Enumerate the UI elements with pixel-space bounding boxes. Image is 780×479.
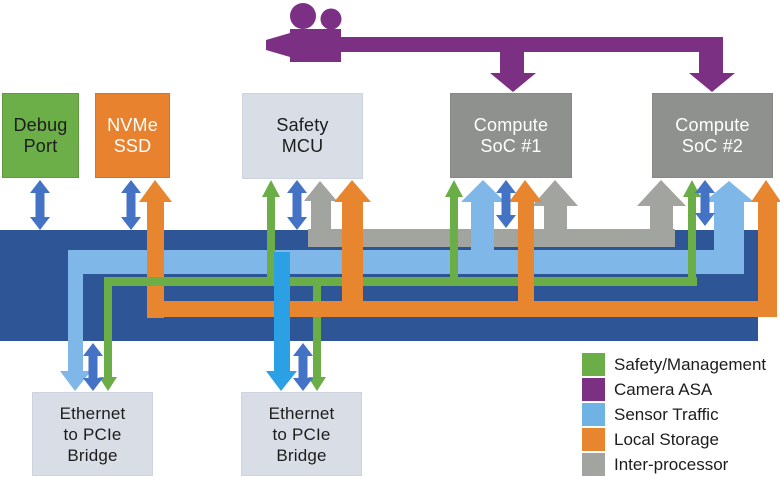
legend-swatch-camera-asa (582, 378, 605, 401)
legend-label-safety-management: Safety/Management (614, 354, 767, 374)
pcie-links (30, 180, 715, 391)
box-compute-soc-1: Compute SoC #1 (450, 93, 572, 178)
camera-asa-arrowhead-soc2 (689, 73, 735, 92)
pcie-link-bridge1 (83, 343, 103, 391)
sensor-arrowhead-soc1 (461, 180, 505, 202)
storage-shaft-safety (342, 200, 363, 301)
pcie-link-soc2 (695, 180, 715, 226)
legend-label-sensor-traffic: Sensor Traffic (614, 404, 719, 424)
storage-riser-right (758, 200, 777, 317)
safety-arrowhead-bridge2 (308, 377, 326, 391)
legend-item: Inter-processor (582, 453, 766, 476)
safety-shaft-mcu (267, 195, 275, 286)
local-storage-link-nvme (139, 180, 172, 318)
camera-asa-link (266, 3, 735, 92)
sensor-shaft-soc2 (714, 200, 744, 274)
gray-shaft-soc1 (544, 204, 567, 247)
debug-port-label: Debug Port (13, 114, 68, 156)
nvme-ssd-label: NVMe SSD (107, 114, 158, 156)
camera-body (290, 29, 341, 62)
box-debug-port: Debug Port (2, 93, 79, 178)
camera-lens (266, 33, 290, 57)
safety-mcu-label: Safety MCU (276, 115, 329, 156)
storage-horizontal-bus (147, 301, 777, 317)
ethernet-bridge-2-label: Ethernet to PCIe Bridge (268, 403, 335, 465)
pcie-link-debug-port (30, 180, 50, 230)
sensor-traffic-link (60, 180, 754, 391)
gray-arrowhead-soc2 (637, 180, 686, 206)
box-nvme-ssd: NVMe SSD (95, 93, 170, 178)
sensor-arrowhead-soc2 (704, 181, 754, 202)
legend-item: Local Storage (582, 428, 766, 451)
camera-asa-drop-soc1 (500, 52, 524, 74)
legend-item: Safety/Management (582, 353, 766, 376)
local-storage-link (147, 180, 780, 317)
gray-shaft-safety (311, 198, 331, 247)
sensor-shaft-soc1 (471, 200, 494, 274)
sensor-drop-bridge2 (274, 252, 290, 372)
pcie-link-safety-mcu (287, 180, 307, 230)
storage-arrowhead-nvme (139, 180, 172, 202)
box-compute-soc-2: Compute SoC #2 (652, 93, 773, 178)
camera-asa-bus (341, 37, 723, 52)
camera-reel-large (290, 3, 316, 29)
legend-item: Sensor Traffic (582, 403, 766, 426)
legend-swatch-local-storage (582, 428, 605, 451)
gray-arrowhead-soc1 (532, 180, 578, 206)
pcie-link-nvme-ssd (121, 180, 141, 230)
camera-reel-small (320, 8, 342, 30)
camera-asa-drop-soc2 (699, 52, 723, 74)
ethernet-bridge-1-label: Ethernet to PCIe Bridge (59, 403, 126, 465)
sensor-drop-bridge1 (68, 250, 83, 372)
legend-swatch-safety-management (582, 353, 605, 376)
gray-shaft-soc2 (650, 204, 673, 247)
pcie-link-bridge2 (293, 343, 313, 391)
storage-arrowhead-safety (334, 180, 371, 202)
safety-arrowhead-mcu (262, 180, 280, 197)
sensor-arrowhead-bridge2 (266, 371, 297, 391)
safety-shaft-soc1 (450, 195, 458, 286)
legend-swatch-inter-processor (582, 453, 605, 476)
box-safety-mcu: Safety MCU (242, 93, 363, 179)
legend-label-local-storage: Local Storage (614, 429, 719, 449)
safety-horizontal-bus (104, 277, 697, 286)
sensor-traffic-link-bridge2 (266, 252, 297, 391)
camera-asa-arrowhead-soc1 (490, 73, 536, 92)
gray-arrowhead-safety (304, 181, 337, 201)
safety-shaft-soc2 (688, 195, 696, 286)
safety-arrowhead-bridge1 (99, 377, 117, 391)
legend-item: Camera ASA (582, 378, 766, 401)
box-ethernet-bridge-2: Ethernet to PCIe Bridge (241, 392, 362, 476)
legend: Safety/Management Camera ASA Sensor Traf… (582, 353, 766, 478)
storage-shaft-soc1 (518, 200, 534, 301)
sensor-horizontal-bus (68, 250, 744, 274)
safety-drop-bridge2 (313, 284, 321, 378)
storage-arrowhead-soc1 (509, 180, 542, 202)
box-ethernet-bridge-1: Ethernet to PCIe Bridge (32, 392, 153, 476)
legend-label-camera-asa: Camera ASA (614, 379, 713, 399)
compute-soc-1-label: Compute SoC #1 (473, 114, 549, 156)
safety-arrowhead-soc2 (683, 180, 701, 197)
legend-label-inter-processor: Inter-processor (614, 454, 729, 474)
compute-soc-2-label: Compute SoC #2 (675, 114, 750, 156)
safety-arrowhead-soc1 (445, 180, 463, 197)
storage-arrowhead-soc2 (751, 180, 780, 202)
sensor-arrowhead-bridge1 (60, 371, 91, 391)
safety-drop-bridge1 (104, 277, 112, 378)
storage-shaft-nvme (147, 200, 164, 318)
camera-icon (266, 3, 342, 62)
legend-swatch-sensor-traffic (582, 403, 605, 426)
pcie-link-soc1 (496, 180, 516, 228)
